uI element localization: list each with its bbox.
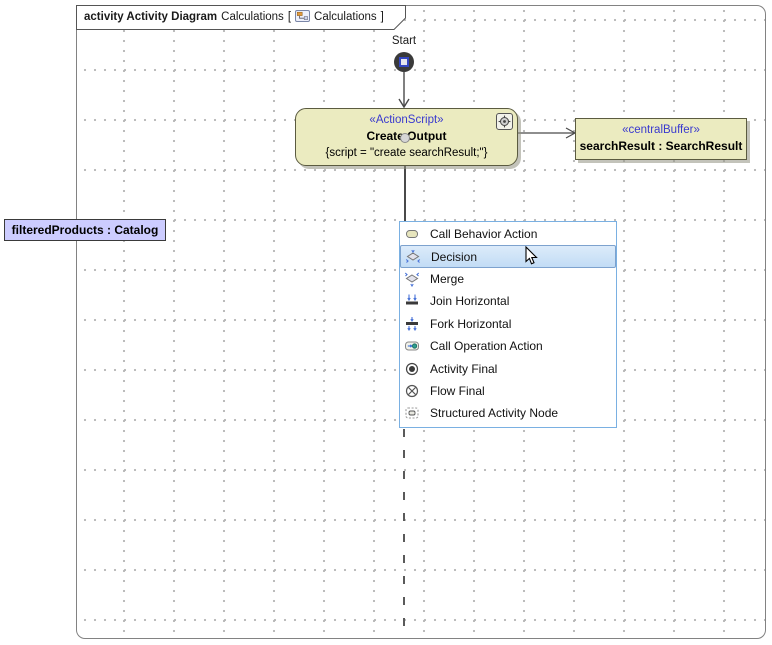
flow-final-icon (403, 383, 421, 399)
menu-item-structured-activity-node[interactable]: Structured Activity Node (400, 402, 616, 424)
menu-item-label: Call Behavior Action (430, 227, 538, 242)
menu-item-flow-final[interactable]: Flow Final (400, 380, 616, 402)
action-node-create-output[interactable]: «ActionScript» Create Output {script = "… (295, 108, 518, 166)
bracket-close: ] (380, 11, 384, 23)
start-label: Start (391, 35, 417, 47)
bracket-open: [ (287, 11, 292, 23)
initial-node[interactable] (394, 52, 414, 72)
mouse-cursor (525, 246, 538, 265)
menu-item-merge[interactable]: Merge (400, 268, 616, 290)
diagram-ref-name: Calculations (314, 11, 377, 23)
central-buffer-node[interactable]: «centralBuffer» searchResult : SearchRes… (575, 118, 747, 160)
menu-item-label: Flow Final (430, 383, 485, 398)
fork-horizontal-icon (403, 316, 421, 332)
action-script-text: {script = "create searchResult;"} (325, 147, 488, 159)
object-flow-to-buffer[interactable] (517, 126, 577, 140)
call-operation-action-icon (403, 338, 421, 354)
flow-name-label[interactable]: filteredProducts : Catalog (4, 219, 166, 241)
diagram-name: Calculations (221, 11, 284, 23)
menu-item-label: Activity Final (430, 361, 498, 376)
script-gear-icon (496, 113, 513, 130)
menu-item-label: Fork Horizontal (430, 316, 512, 331)
merge-icon (403, 271, 421, 287)
control-flow-downward[interactable] (404, 164, 406, 222)
connection-point (400, 133, 410, 143)
menu-item-activity-final[interactable]: Activity Final (400, 357, 616, 379)
menu-item-join-horizontal[interactable]: Join Horizontal (400, 290, 616, 312)
buffer-name: searchResult : SearchResult (579, 139, 743, 153)
menu-item-label: Structured Activity Node (430, 406, 559, 421)
structured-activity-node-icon (403, 405, 421, 421)
menu-item-label: Merge (430, 271, 465, 286)
buffer-stereotype: «centralBuffer» (622, 124, 700, 136)
menu-item-fork-horizontal[interactable]: Fork Horizontal (400, 313, 616, 335)
frame-header[interactable] (76, 5, 406, 30)
frame-header-label: activity Activity Diagram Calculations [… (84, 8, 384, 26)
context-menu: Call Behavior Action Decision (399, 221, 617, 428)
menu-item-label: Decision (431, 249, 478, 264)
selection-handle (399, 57, 409, 67)
activity-final-icon (403, 361, 421, 377)
action-stereotype: «ActionScript» (369, 114, 444, 126)
join-horizontal-icon (403, 293, 421, 309)
menu-item-decision[interactable]: Decision (400, 245, 616, 268)
decision-icon (404, 249, 422, 265)
dashed-flow-line[interactable] (403, 429, 405, 631)
control-flow-initial-to-action[interactable] (396, 72, 412, 109)
diagram-type-keyword: activity Activity Diagram (84, 11, 218, 23)
activity-diagram-icon (295, 9, 311, 26)
menu-item-call-behavior-action[interactable]: Call Behavior Action (400, 223, 616, 245)
call-behavior-action-icon (403, 226, 421, 242)
menu-item-call-operation-action[interactable]: Call Operation Action (400, 335, 616, 357)
menu-item-label: Join Horizontal (430, 294, 510, 309)
menu-item-label: Call Operation Action (430, 339, 543, 354)
